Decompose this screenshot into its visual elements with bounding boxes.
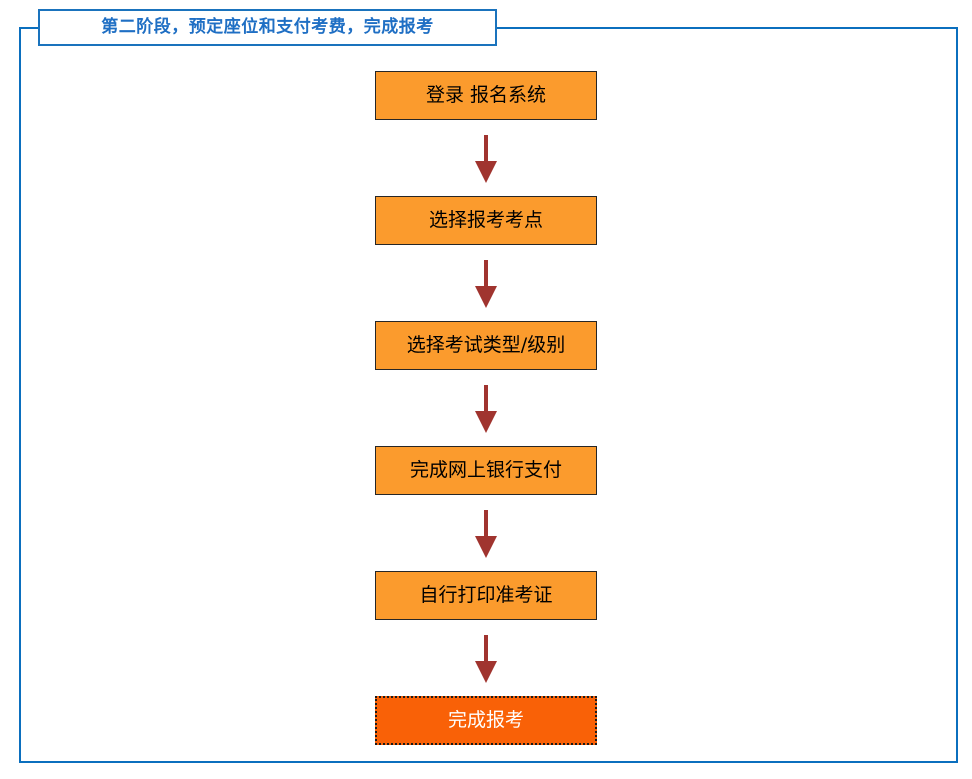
arrow-stem bbox=[484, 635, 488, 663]
arrow-stem bbox=[484, 510, 488, 538]
arrow-head-icon bbox=[475, 661, 497, 683]
flow-node-label: 选择报考考点 bbox=[428, 209, 543, 231]
arrow-stem bbox=[484, 135, 488, 163]
diagram-title-plate: 第二阶段，预定座位和支付考费，完成报考 bbox=[38, 9, 497, 46]
arrow-stem bbox=[484, 385, 488, 413]
arrow-down-2 bbox=[375, 245, 597, 321]
arrow-down-4 bbox=[375, 495, 597, 571]
arrow-down-5 bbox=[375, 620, 597, 696]
flow-node-online-payment[interactable]: 完成网上银行支付 bbox=[375, 446, 597, 495]
flow-node-registration-complete[interactable]: 完成报考 bbox=[375, 696, 597, 745]
flow-node-print-admission-ticket[interactable]: 自行打印准考证 bbox=[375, 571, 597, 620]
flow-node-label: 完成网上银行支付 bbox=[409, 459, 562, 481]
flow-node-select-exam-type[interactable]: 选择考试类型/级别 bbox=[375, 321, 597, 370]
flow-node-label: 自行打印准考证 bbox=[419, 584, 553, 606]
arrow-head-icon bbox=[475, 411, 497, 433]
flowchart-column: 登录 报名系统 选择报考考点 选择考试类型/级别 完成网上银行支付 bbox=[375, 71, 597, 745]
flow-node-label: 登录 报名系统 bbox=[425, 84, 547, 106]
arrow-down-1 bbox=[375, 120, 597, 196]
page-title: 第二阶段，预定座位和支付考费，完成报考 bbox=[101, 17, 434, 37]
arrow-stem bbox=[484, 260, 488, 288]
flow-node-label: 选择考试类型/级别 bbox=[406, 334, 566, 356]
arrow-down-3 bbox=[375, 370, 597, 446]
arrow-head-icon bbox=[475, 161, 497, 183]
arrow-head-icon bbox=[475, 286, 497, 308]
arrow-head-icon bbox=[475, 536, 497, 558]
flow-node-login[interactable]: 登录 报名系统 bbox=[375, 71, 597, 120]
flow-node-select-site[interactable]: 选择报考考点 bbox=[375, 196, 597, 245]
flow-node-label: 完成报考 bbox=[447, 709, 524, 731]
